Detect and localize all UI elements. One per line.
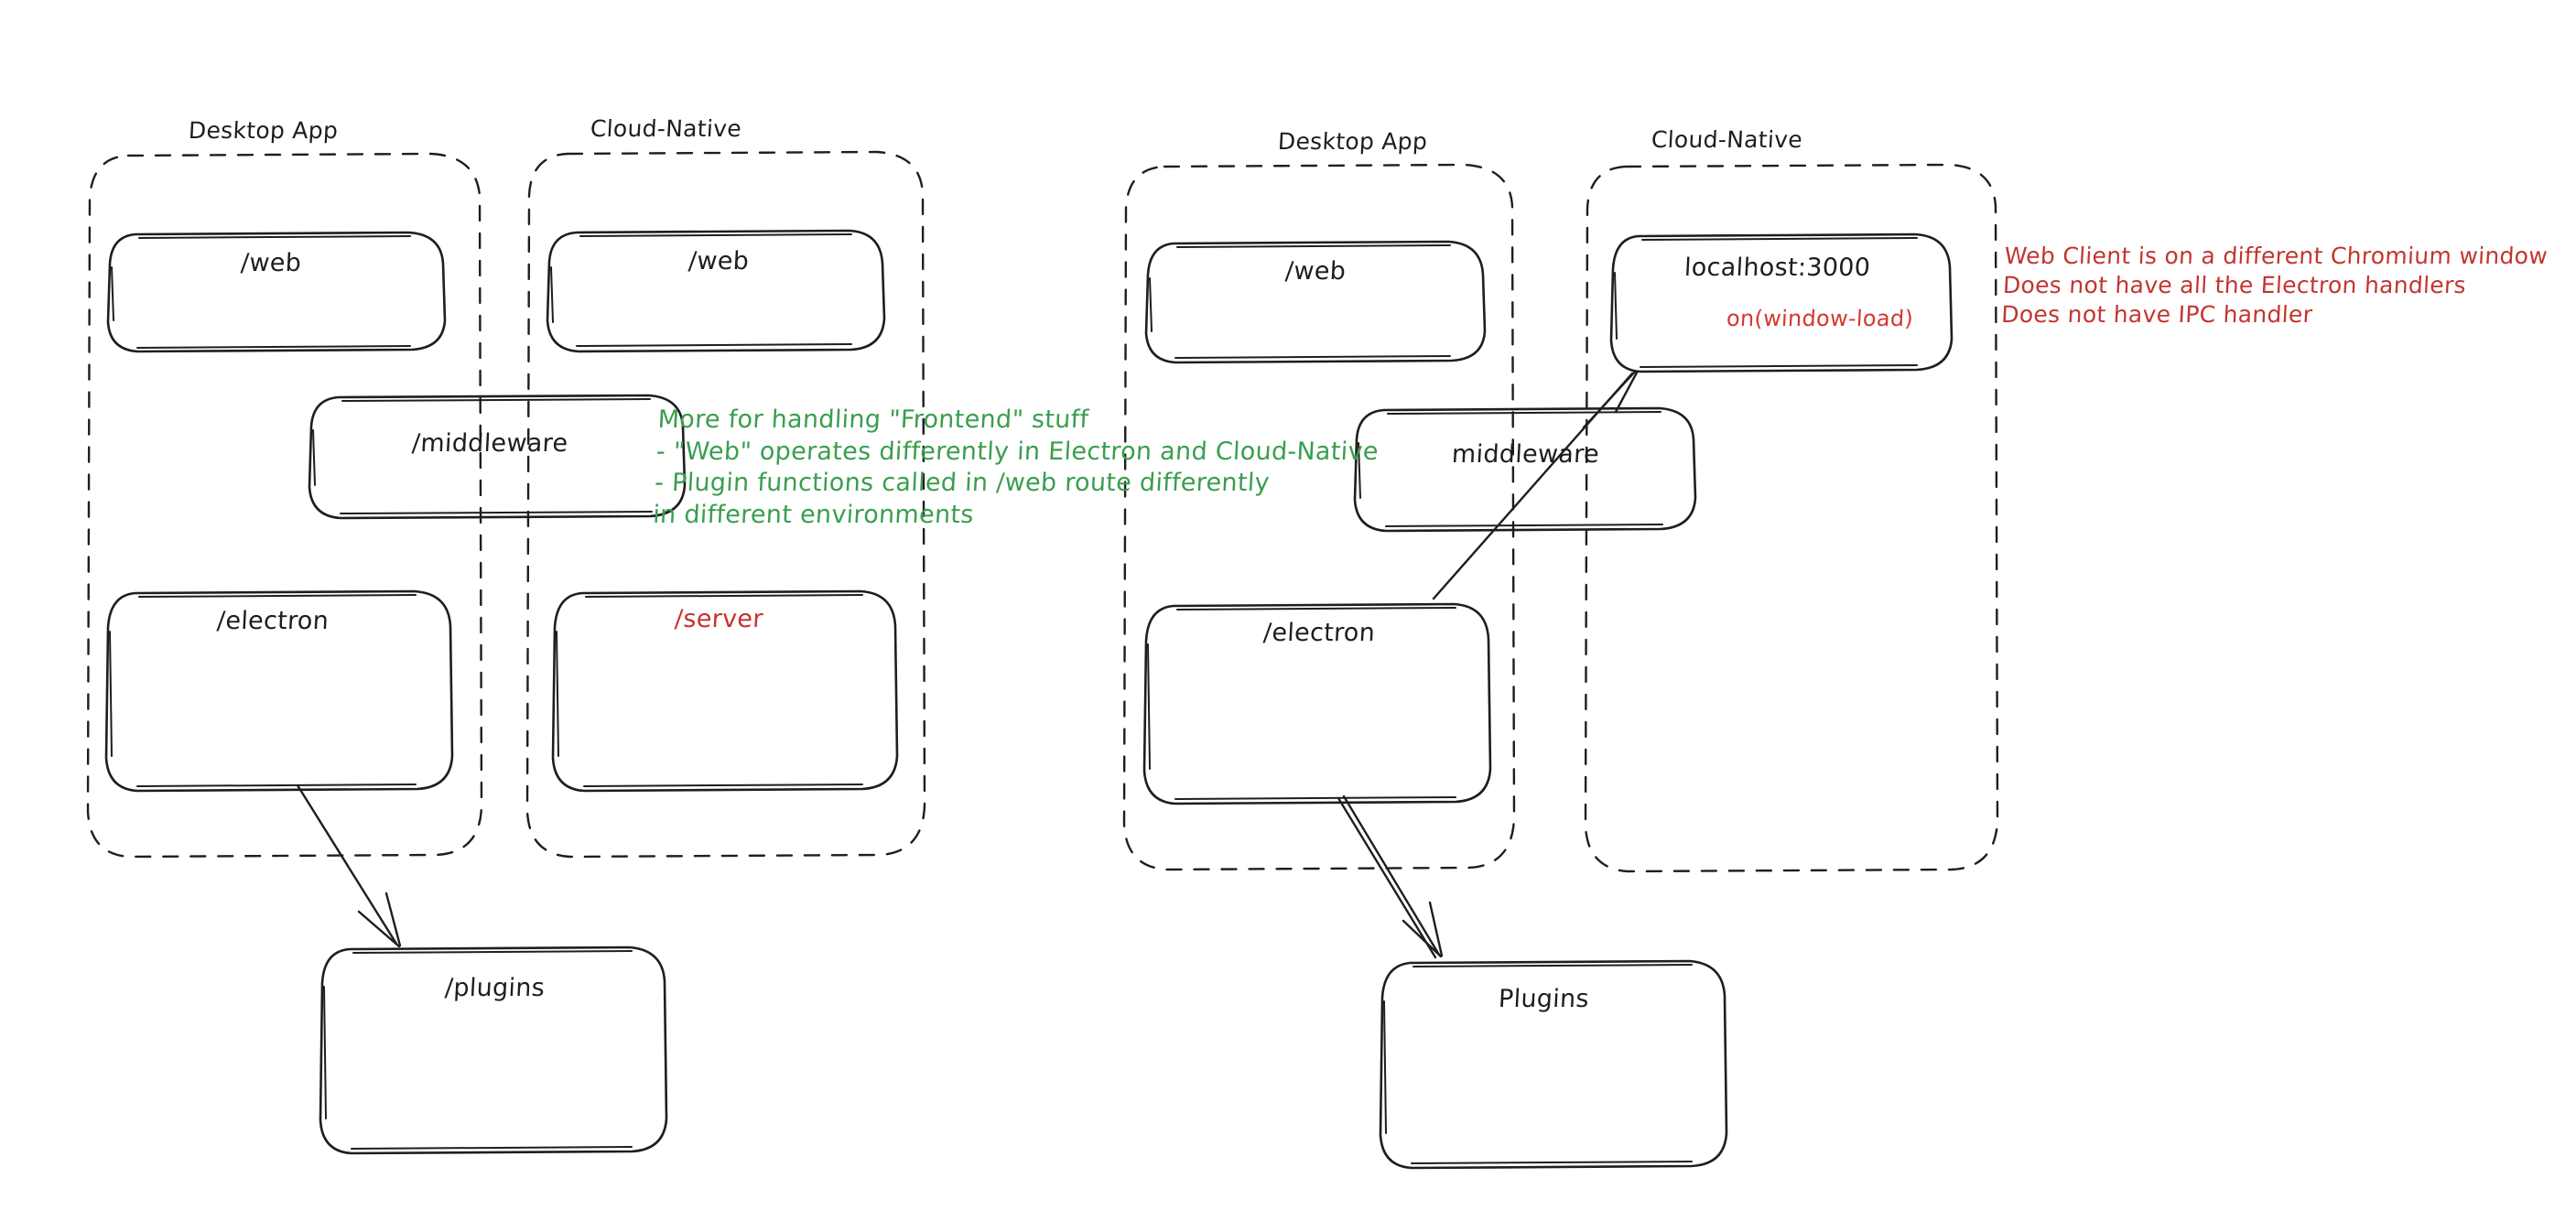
box-label-left-desktop-web: /web: [240, 249, 302, 277]
box-right-middleware-outline: [1353, 406, 1697, 533]
box-right-electron-outline: [1142, 602, 1492, 805]
box-label-left-cloud-web: /web: [687, 247, 750, 276]
box-right-plugins-outline: [1379, 959, 1728, 1170]
box-left-cloud-web-outline: [546, 229, 886, 353]
group-right-cloud-outline: [1584, 163, 1999, 873]
box-label-right-electron: /electron: [1262, 619, 1376, 647]
box-left-electron-outline: [104, 589, 454, 793]
group-right-desktop-outline: [1122, 163, 1516, 871]
box-left-middleware-outline: [308, 394, 687, 520]
box-label-right-localhost: localhost:3000: [1683, 254, 1872, 282]
box-left-server-outline: [551, 589, 899, 793]
group-title-right-desktop: Desktop App: [1277, 128, 1428, 155]
box-label-left-electron: /electron: [216, 607, 330, 635]
box-label-right-plugins: Plugins: [1498, 985, 1590, 1013]
annotation-green-frontend-note: More for handling "Frontend" stuff - "We…: [652, 405, 1380, 529]
group-title-left-cloud: Cloud-Native: [590, 115, 742, 142]
box-label-left-plugins: /plugins: [444, 974, 546, 1002]
box-left-plugins-outline: [319, 946, 668, 1155]
box-label-left-server: /server: [674, 605, 764, 633]
box-right-desktop-web-outline: [1144, 240, 1487, 364]
group-title-right-cloud: Cloud-Native: [1651, 126, 1803, 153]
arrow-left-electron-to-plugins: [296, 784, 402, 948]
arrow-right-electron-to-localhost: [1432, 370, 1639, 600]
sub-label-right-localhost-onwindowload: on(window-load): [1726, 306, 1914, 331]
group-left-desktop-outline: [86, 152, 483, 859]
box-label-right-desktop-web: /web: [1284, 257, 1347, 286]
box-label-left-middleware: /middleware: [411, 429, 569, 458]
group-title-left-desktop: Desktop App: [188, 117, 339, 144]
box-right-localhost-outline: [1609, 232, 1954, 373]
box-label-right-middleware: middleware: [1451, 440, 1600, 469]
arrow-right-electron-to-plugins: [1337, 794, 1444, 959]
group-left-cloud-outline: [525, 150, 926, 859]
annotation-red-web-client-note: Web Client is on a different Chromium wi…: [2000, 243, 2549, 328]
box-left-desktop-web-outline: [106, 231, 447, 353]
